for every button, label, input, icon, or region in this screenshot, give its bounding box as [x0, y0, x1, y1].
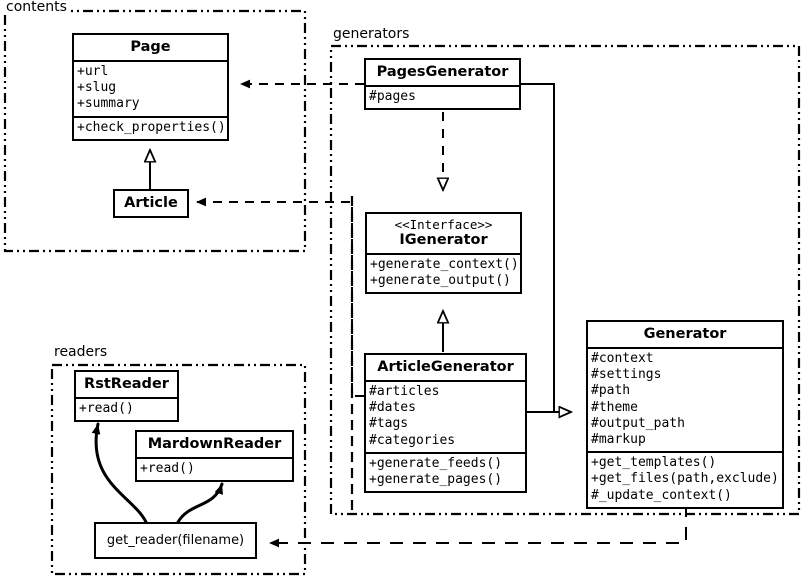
method-generate-feeds: +generate_feeds(): [369, 455, 503, 471]
attribute-slug: +slug: [77, 80, 117, 96]
package-label-contents: contents: [3, 0, 70, 15]
method-get-templates: +get_templates(): [591, 455, 717, 471]
class-page-name: Page: [130, 39, 171, 55]
class-generator-name: Generator: [643, 326, 727, 342]
class-articlegenerator-methods: +generate_feeds() +generate_pages(): [366, 451, 525, 491]
class-rstreader-methods: +read(): [76, 397, 177, 420]
method-generate-output: +generate_output(): [370, 273, 511, 289]
method-read-md: +read(): [140, 461, 195, 476]
method-check-properties: +check_properties(): [77, 119, 226, 135]
relation-generator-to-getreader: [269, 504, 687, 548]
method-generate-context: +generate_context(): [370, 257, 519, 272]
class-igenerator-stereotype: <<Interface>>: [394, 217, 493, 232]
class-mardownreader-name: MardownReader: [147, 436, 282, 452]
function-get-reader[interactable]: get_reader(filename): [94, 522, 257, 559]
attribute-url: +url: [77, 64, 109, 79]
attribute-output-path: #output_path: [591, 415, 685, 431]
class-articlegenerator[interactable]: ArticleGenerator #articles #dates #tags …: [364, 353, 527, 494]
attribute-theme: #theme: [591, 399, 638, 415]
class-igenerator[interactable]: <<Interface>> IGenerator +generate_conte…: [365, 212, 522, 295]
method-update-context: #_update_context(): [591, 487, 732, 503]
package-label-generators: generators: [330, 26, 413, 42]
class-mardownreader-methods: +read(): [137, 457, 292, 480]
attribute-dates: #dates: [369, 400, 416, 416]
class-page[interactable]: Page +url +slug +summary +check_properti…: [72, 33, 229, 141]
class-rstreader-name: RstReader: [84, 376, 169, 392]
attribute-context: #context: [591, 351, 654, 366]
class-generator-methods: +get_templates() +get_files(path,exclude…: [588, 451, 782, 507]
class-article-name: Article: [124, 195, 178, 211]
class-igenerator-header: <<Interface>> IGenerator: [367, 214, 520, 253]
attribute-articles: #articles: [369, 384, 440, 399]
method-get-files: +get_files(path,exclude): [591, 471, 779, 487]
class-page-methods: +check_properties(): [74, 115, 227, 139]
method-generate-pages: +generate_pages(): [369, 472, 503, 488]
class-articlegenerator-attributes: #articles #dates #tags #categories: [366, 380, 525, 452]
attribute-pages: #pages: [369, 89, 416, 104]
package-label-readers: readers: [51, 344, 111, 360]
class-articlegenerator-name: ArticleGenerator: [377, 359, 514, 375]
relation-articlegenerator-to-article: [196, 197, 364, 397]
class-pagesgenerator[interactable]: PagesGenerator #pages: [364, 58, 521, 111]
class-rstreader[interactable]: RstReader +read(): [74, 370, 179, 423]
class-pagesgenerator-name: PagesGenerator: [376, 64, 509, 80]
attribute-summary: +summary: [77, 96, 140, 112]
relation-getreader-to-mardownreader: [176, 482, 224, 524]
function-get-reader-label: get_reader(filename): [106, 533, 245, 548]
class-article[interactable]: Article: [113, 189, 189, 218]
class-igenerator-name: IGenerator: [399, 232, 488, 248]
attribute-categories: #categories: [369, 432, 456, 448]
method-read-rst: +read(): [79, 401, 134, 416]
class-pagesgenerator-attributes: #pages: [366, 85, 519, 108]
class-generator-attributes: #context #settings #path #theme #output_…: [588, 347, 782, 451]
class-generator[interactable]: Generator #context #settings #path #them…: [586, 320, 784, 509]
attribute-settings: #settings: [591, 367, 662, 383]
class-mardownreader[interactable]: MardownReader +read(): [135, 430, 294, 483]
attribute-markup: #markup: [591, 432, 646, 448]
attribute-tags: #tags: [369, 416, 409, 432]
class-page-attributes: +url +slug +summary: [74, 60, 227, 116]
attribute-path: #path: [591, 383, 631, 399]
class-igenerator-methods: +generate_context() +generate_output(): [367, 253, 520, 292]
